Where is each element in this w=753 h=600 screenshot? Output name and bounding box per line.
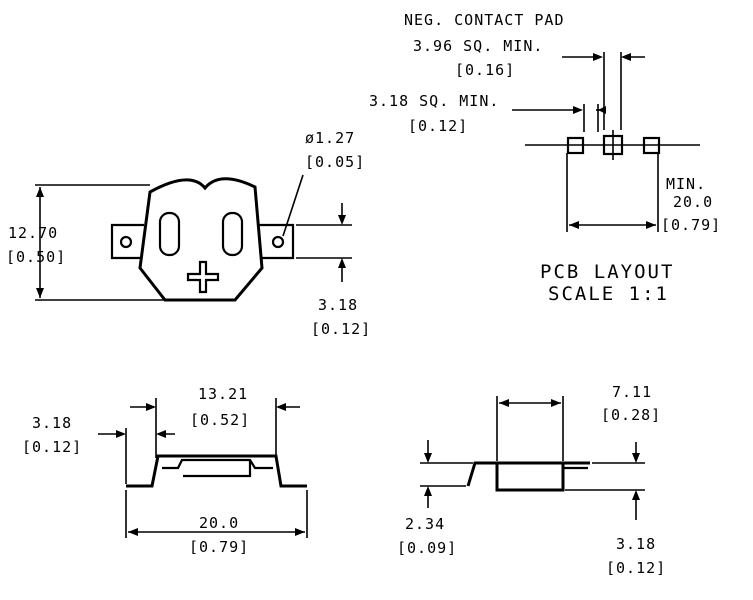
right-tab <box>258 223 295 260</box>
pad-left <box>566 136 585 155</box>
right-tab-hole <box>271 235 285 249</box>
pad-right <box>642 136 661 155</box>
tab-mm-text: 3.18 <box>318 296 358 314</box>
pad-small-in-text: [0.12] <box>408 117 468 135</box>
front-bottom-mm-text: 20.0 <box>199 514 239 532</box>
pcb-layout: NEG. CONTACT PAD 3.96 SQ. MIN. [0.16] 3.… <box>369 11 721 305</box>
side-left-in-text: [0.09] <box>397 539 457 557</box>
hole-diameter-in-text: [0.05] <box>305 153 365 171</box>
spacing-mm-text: 20.0 <box>673 193 713 211</box>
center-cross <box>186 260 220 294</box>
front-inner <box>162 458 273 478</box>
left-tab <box>110 223 144 260</box>
front-left-in-text: [0.12] <box>22 438 82 456</box>
hole-diameter-mm-text: ø1.27 <box>305 129 355 147</box>
pad-small-mm-text: 3.18 SQ. MIN. <box>369 92 499 110</box>
tab-in-text: [0.12] <box>311 320 371 338</box>
spacing-in-text: [0.79] <box>661 216 721 234</box>
pcb-layout-scale: SCALE 1:1 <box>548 283 669 305</box>
side-body <box>495 463 565 492</box>
pad-large-in-text: [0.16] <box>455 61 515 79</box>
contact-slot-right <box>221 211 244 257</box>
height-mm-text: 12.70 <box>8 224 58 242</box>
holder-outline <box>138 177 264 302</box>
front-left-mm-text: 3.18 <box>32 414 72 432</box>
height-in-text: [0.50] <box>6 248 66 266</box>
min-label: MIN. <box>666 175 706 193</box>
side-left-mm-text: 2.34 <box>405 515 445 533</box>
front-profile <box>126 454 307 488</box>
front-bottom-in-text: [0.79] <box>189 538 249 556</box>
front-top-in-text: [0.52] <box>190 411 250 429</box>
front-top-mm-text: 13.21 <box>198 385 248 403</box>
side-width-mm-text: 7.11 <box>612 383 652 401</box>
side-view: 7.11 [0.28] 2.34 [0.09] 3.18 [0.12] <box>397 383 666 577</box>
side-lead <box>466 461 590 487</box>
neg-pad-label: NEG. CONTACT PAD <box>404 11 565 29</box>
pad-large-mm-text: 3.96 SQ. MIN. <box>413 37 543 55</box>
side-right-mm-text: 3.18 <box>616 535 656 553</box>
contact-slot-left <box>158 211 181 257</box>
left-tab-hole <box>119 235 133 249</box>
front-view: 13.21 [0.52] 3.18 [0.12] 20.0 [0.79] <box>22 385 308 556</box>
side-width-in-text: [0.28] <box>601 406 661 424</box>
side-right-in-text: [0.12] <box>606 559 666 577</box>
pcb-layout-title: PCB LAYOUT <box>540 261 674 283</box>
top-view: 12.70 [0.50] ø1.27 [0.05] 3.18 [0.12] <box>6 129 371 338</box>
